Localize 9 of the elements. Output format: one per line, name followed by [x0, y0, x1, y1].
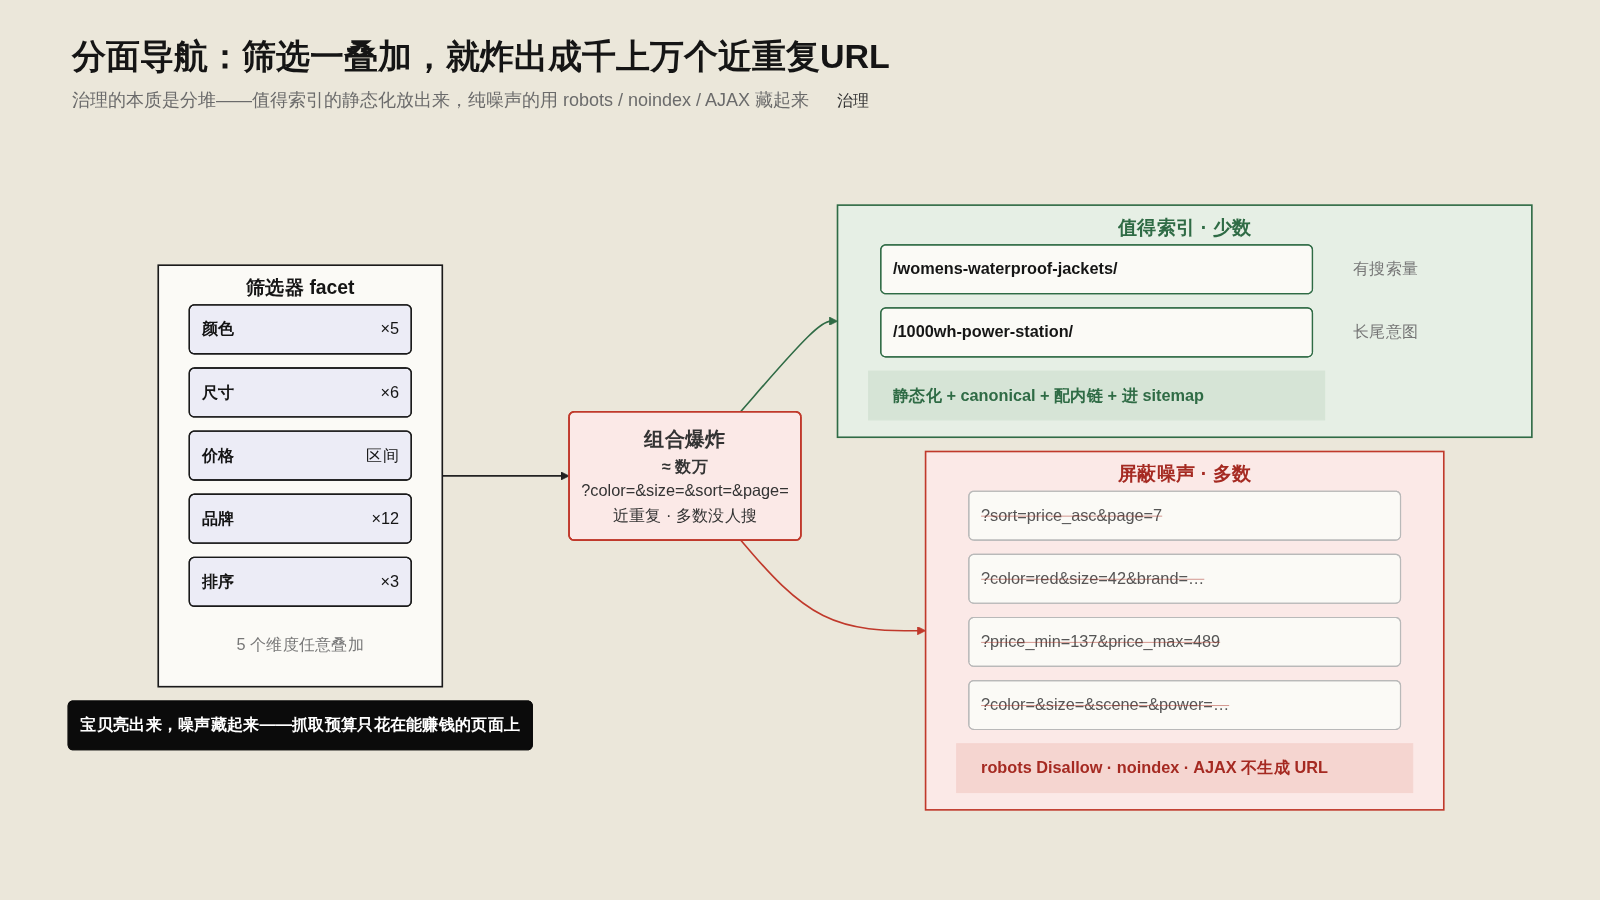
node-label: 5 个维度任意叠加	[236, 635, 365, 654]
subtitle: 治理的本质是分堆——值得索引的静态化放出来，纯噪声的用 robots / noindex / AJAX 藏起来	[72, 89, 810, 112]
node-box: robots Disallow · noindex · AJAX 不生成 URL	[956, 743, 1414, 794]
title: 分面导航：筛选一叠加，就炸出成千上万个近重复URL	[72, 36, 890, 77]
note-text: 治理	[837, 91, 870, 111]
arrow	[739, 316, 838, 413]
node-label: 有搜索量	[1353, 260, 1419, 278]
node-label: 长尾意图	[1353, 323, 1419, 341]
arrow	[739, 539, 926, 636]
